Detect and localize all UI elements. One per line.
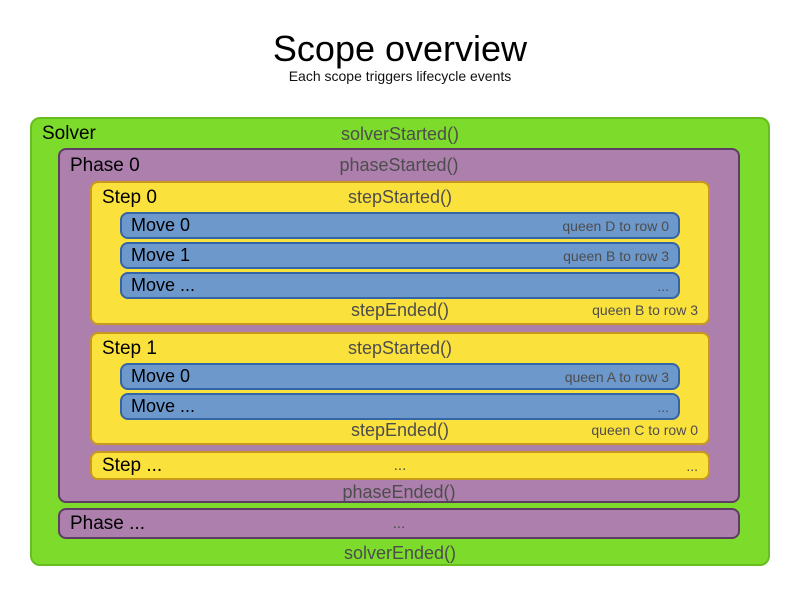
step-1-footer-row: stepEnded() queen C to row 0	[92, 417, 708, 443]
move-label: Move ...	[131, 275, 196, 295]
solver-scope-box: Solver solverStarted() Phase 0 phaseStar…	[30, 117, 770, 566]
move-row: Move 0 queen D to row 0	[120, 212, 680, 239]
solver-label: Solver	[42, 123, 96, 144]
phase-ellipsis-label: Phase ...	[70, 512, 145, 534]
solver-ended-event: solverEnded()	[343, 542, 457, 563]
move-row: Move 0 queen A to row 3	[120, 363, 680, 390]
move-annotation: queen B to row 3	[563, 247, 669, 264]
step-ended-event: stepEnded()	[350, 419, 450, 440]
solver-header-row: Solver solverStarted()	[32, 119, 768, 149]
move-row: Move 1 queen B to row 3	[120, 242, 680, 269]
phase-0-scope-box: Phase 0 phaseStarted() Step 0 stepStarte…	[58, 148, 740, 503]
step-0-scope-box: Step 0 stepStarted() Move 0 queen D to r…	[90, 181, 710, 325]
phase-ellipsis-row: Phase ... ...	[60, 510, 738, 537]
move-label: Move 0	[131, 366, 191, 386]
step-1-move-list: Move 0 queen A to row 3 Move ... ...	[120, 363, 680, 423]
solver-started-event: solverStarted()	[340, 123, 460, 144]
move-row: Move ... ...	[120, 393, 680, 420]
move-row: Move ... ...	[120, 272, 680, 299]
step-ellipsis-label: Step ...	[102, 454, 163, 476]
diagram-subtitle: Each scope triggers lifecycle events	[288, 68, 512, 84]
move-annotation: ...	[657, 398, 669, 415]
move-label: Move 1	[131, 245, 191, 265]
step-started-event: stepStarted()	[347, 187, 453, 207]
step-ellipsis-box: Step ... ... ...	[90, 451, 710, 480]
step-1-scope-box: Step 1 stepStarted() Move 0 queen A to r…	[90, 332, 710, 445]
phase-0-header-row: Phase 0 phaseStarted()	[60, 150, 738, 181]
step-ellipsis-right: ...	[686, 457, 698, 474]
move-annotation: queen A to row 3	[564, 368, 669, 385]
step-0-header-row: Step 0 stepStarted()	[92, 183, 708, 212]
step-0-label: Step 0	[102, 186, 157, 208]
step-ellipsis-row: Step ... ... ...	[92, 453, 708, 478]
phase-started-event: phaseStarted()	[339, 155, 459, 175]
phase-ellipsis-center: ...	[392, 515, 406, 532]
move-annotation: ...	[657, 277, 669, 294]
step-0-footer-row: stepEnded() queen B to row 3	[92, 297, 708, 323]
step-ended-annotation: queen C to row 0	[591, 422, 698, 438]
step-started-event: stepStarted()	[347, 338, 453, 358]
move-label: Move ...	[131, 396, 196, 416]
step-1-label: Step 1	[102, 337, 157, 359]
diagram-title: Scope overview	[272, 28, 528, 69]
step-ended-event: stepEnded()	[350, 299, 450, 320]
phase-ended-event: phaseEnded()	[342, 481, 456, 502]
phase-0-label: Phase 0	[70, 154, 140, 176]
phase-ellipsis-box: Phase ... ...	[58, 508, 740, 539]
step-0-move-list: Move 0 queen D to row 0 Move 1 queen B t…	[120, 212, 680, 302]
step-ellipsis-center: ...	[393, 457, 407, 474]
phase-0-footer-row: phaseEnded()	[60, 481, 738, 503]
move-annotation: queen D to row 0	[562, 217, 669, 234]
step-ended-annotation: queen B to row 3	[592, 302, 698, 318]
step-1-header-row: Step 1 stepStarted()	[92, 334, 708, 363]
move-label: Move 0	[131, 215, 191, 235]
solver-footer-row: solverEnded()	[32, 539, 768, 567]
